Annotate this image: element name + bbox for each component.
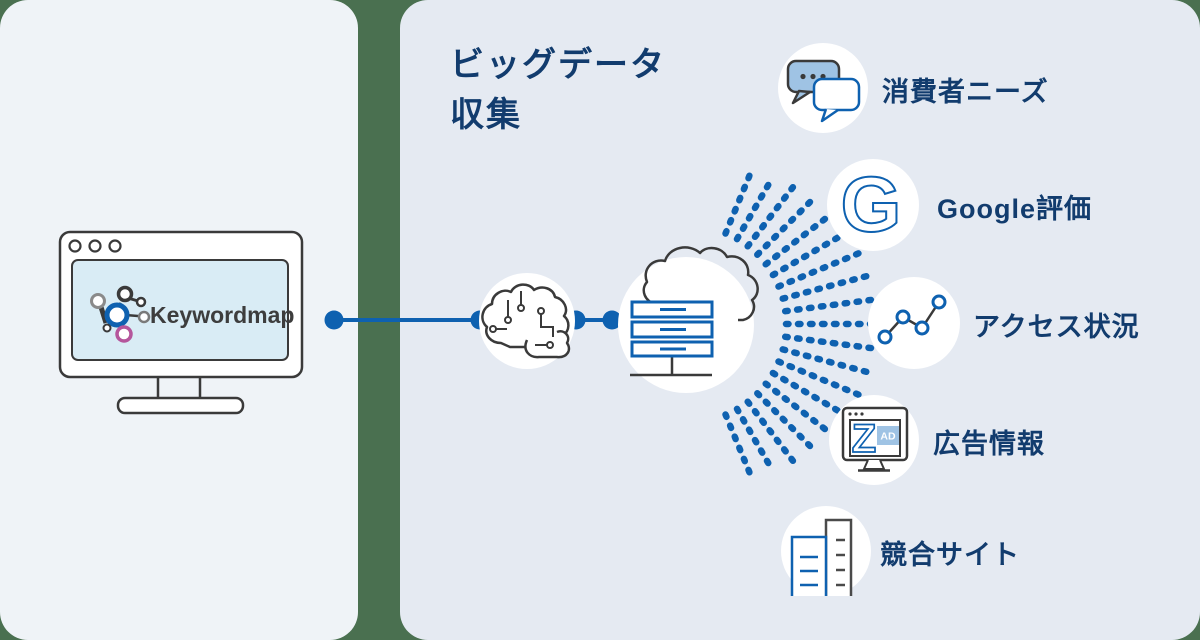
keywordmap-logo-text: Keywordmap (150, 302, 294, 328)
source-label-consumer-needs: 消費者ニーズ (882, 77, 1049, 107)
svg-text:Z: Z (852, 417, 876, 461)
ai-brain-circuit-icon (479, 273, 575, 369)
cloud-server-icon (618, 246, 759, 393)
buildings-icon (781, 506, 871, 596)
source-label-google-rating: Google評価 (937, 194, 1092, 224)
svg-text:AD: AD (880, 431, 896, 443)
diagram-title: ビッグデータ 収集 (450, 40, 666, 140)
source-label-access-status: アクセス状況 (973, 312, 1140, 342)
line-chart-icon (868, 277, 960, 369)
network-nodes-icon (90, 285, 151, 343)
keywordmap-monitor: Keywordmap (58, 230, 304, 415)
source-label-competitor-sites: 競合サイト (880, 540, 1020, 570)
google-g-icon: G (827, 159, 919, 251)
title-line-2: 収集 (450, 96, 522, 134)
title-line-1: ビッグデータ (450, 46, 666, 84)
svg-text:G: G (841, 160, 902, 248)
ad-monitor-icon: Z AD (829, 395, 919, 485)
window-dots-icon (68, 239, 122, 253)
chat-bubbles-icon (778, 43, 868, 133)
radiating-dotted-rays-icon (722, 167, 888, 481)
flow-connection-line (324, 310, 622, 330)
source-label-ad-info: 広告情報 (933, 429, 1045, 459)
